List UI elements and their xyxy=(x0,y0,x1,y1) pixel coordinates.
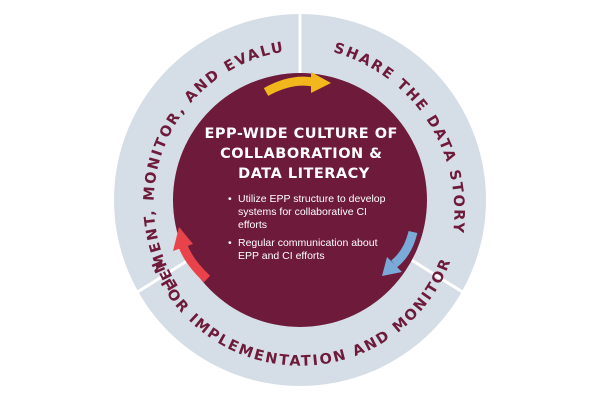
center-bullet-list: Utilize EPP structure to develop systems… xyxy=(226,193,386,269)
arrow-right-icon xyxy=(263,72,331,96)
arrow-down-icon xyxy=(382,230,418,276)
center-title-line-2: COLLABORATION & xyxy=(220,146,382,162)
bullet-item: Regular communication about EPP and CI e… xyxy=(226,237,386,263)
arrow-up-icon xyxy=(173,227,211,283)
bullet-item: Utilize EPP structure to develop systems… xyxy=(226,193,386,231)
center-title-line-1: EPP-WIDE CULTURE OF xyxy=(205,126,398,142)
center-title: EPP-WIDE CULTURE OF COLLABORATION & DATA… xyxy=(205,126,404,182)
center-title-line-3: DATA LITERACY xyxy=(238,166,370,182)
